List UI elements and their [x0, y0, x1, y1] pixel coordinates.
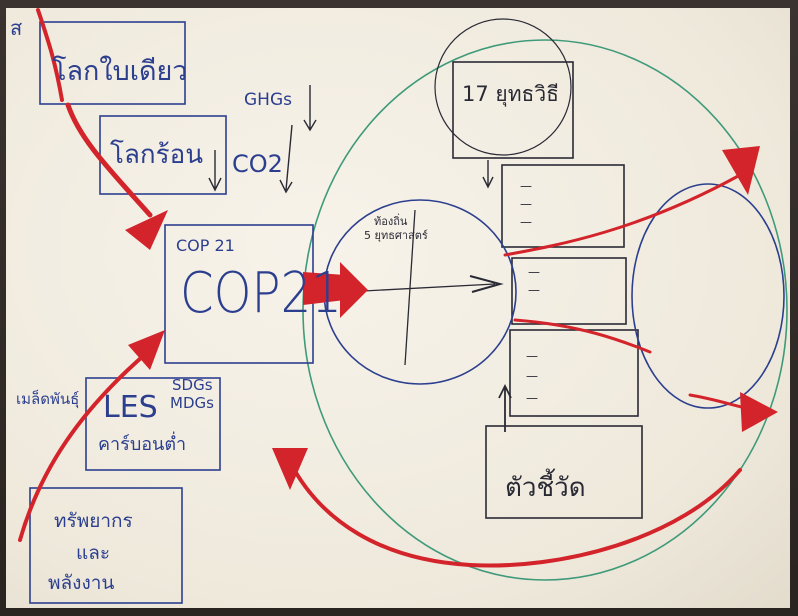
- dash-7: —: [526, 369, 538, 383]
- strategy-circle: [434, 18, 572, 156]
- cop21-small-label: COP 21: [176, 236, 235, 255]
- seed-label: เมล็ดพันธุ์: [16, 390, 80, 408]
- ghgs-label: GHGs: [244, 90, 292, 110]
- dash-2: —: [520, 197, 532, 211]
- corner-mark: ส: [10, 16, 23, 40]
- sdgs-label: SDGs: [172, 376, 213, 394]
- resources-line-2: และ: [76, 542, 111, 564]
- box-strategy: [452, 61, 574, 159]
- mdgs-label: MDGs: [170, 394, 214, 412]
- box-item-2: [511, 257, 627, 325]
- resources-line-3: พลังงาน: [48, 572, 115, 594]
- one-world-label: โลกใบเดียว: [52, 56, 188, 87]
- box-one-world: [39, 21, 186, 105]
- dash-1: —: [520, 179, 532, 193]
- box-item-3: [509, 329, 639, 417]
- box-indicator: [485, 425, 643, 519]
- dash-3: —: [520, 215, 532, 229]
- inner-circle-line-1: ท้องถิ่น: [374, 215, 408, 228]
- low-carbon-label: คาร์บอนต่ำ: [98, 434, 187, 455]
- dash-5: —: [528, 283, 540, 297]
- inner-circle-line-2: 5 ยุทธศาสตร์: [364, 229, 428, 242]
- box-les: [85, 377, 221, 471]
- resources-line-1: ทรัพยากร: [54, 510, 133, 532]
- dash-8: —: [526, 391, 538, 405]
- dash-4: —: [528, 265, 540, 279]
- strategy-label: 17 ยุทธวิธี: [462, 82, 559, 106]
- hot-world-label: โลกร้อน: [110, 140, 203, 170]
- dash-6: —: [526, 349, 538, 363]
- big-green-circle: [302, 39, 788, 581]
- flipchart-paper: [6, 8, 790, 608]
- box-item-1: [501, 164, 625, 248]
- indicator-label: ตัวชี้วัด: [505, 473, 586, 503]
- box-resources: [29, 487, 183, 604]
- cop21-title: COP21: [180, 261, 342, 326]
- co2-label: CO2: [232, 150, 283, 178]
- result-ellipse: [631, 183, 785, 409]
- les-label: LES: [103, 390, 158, 425]
